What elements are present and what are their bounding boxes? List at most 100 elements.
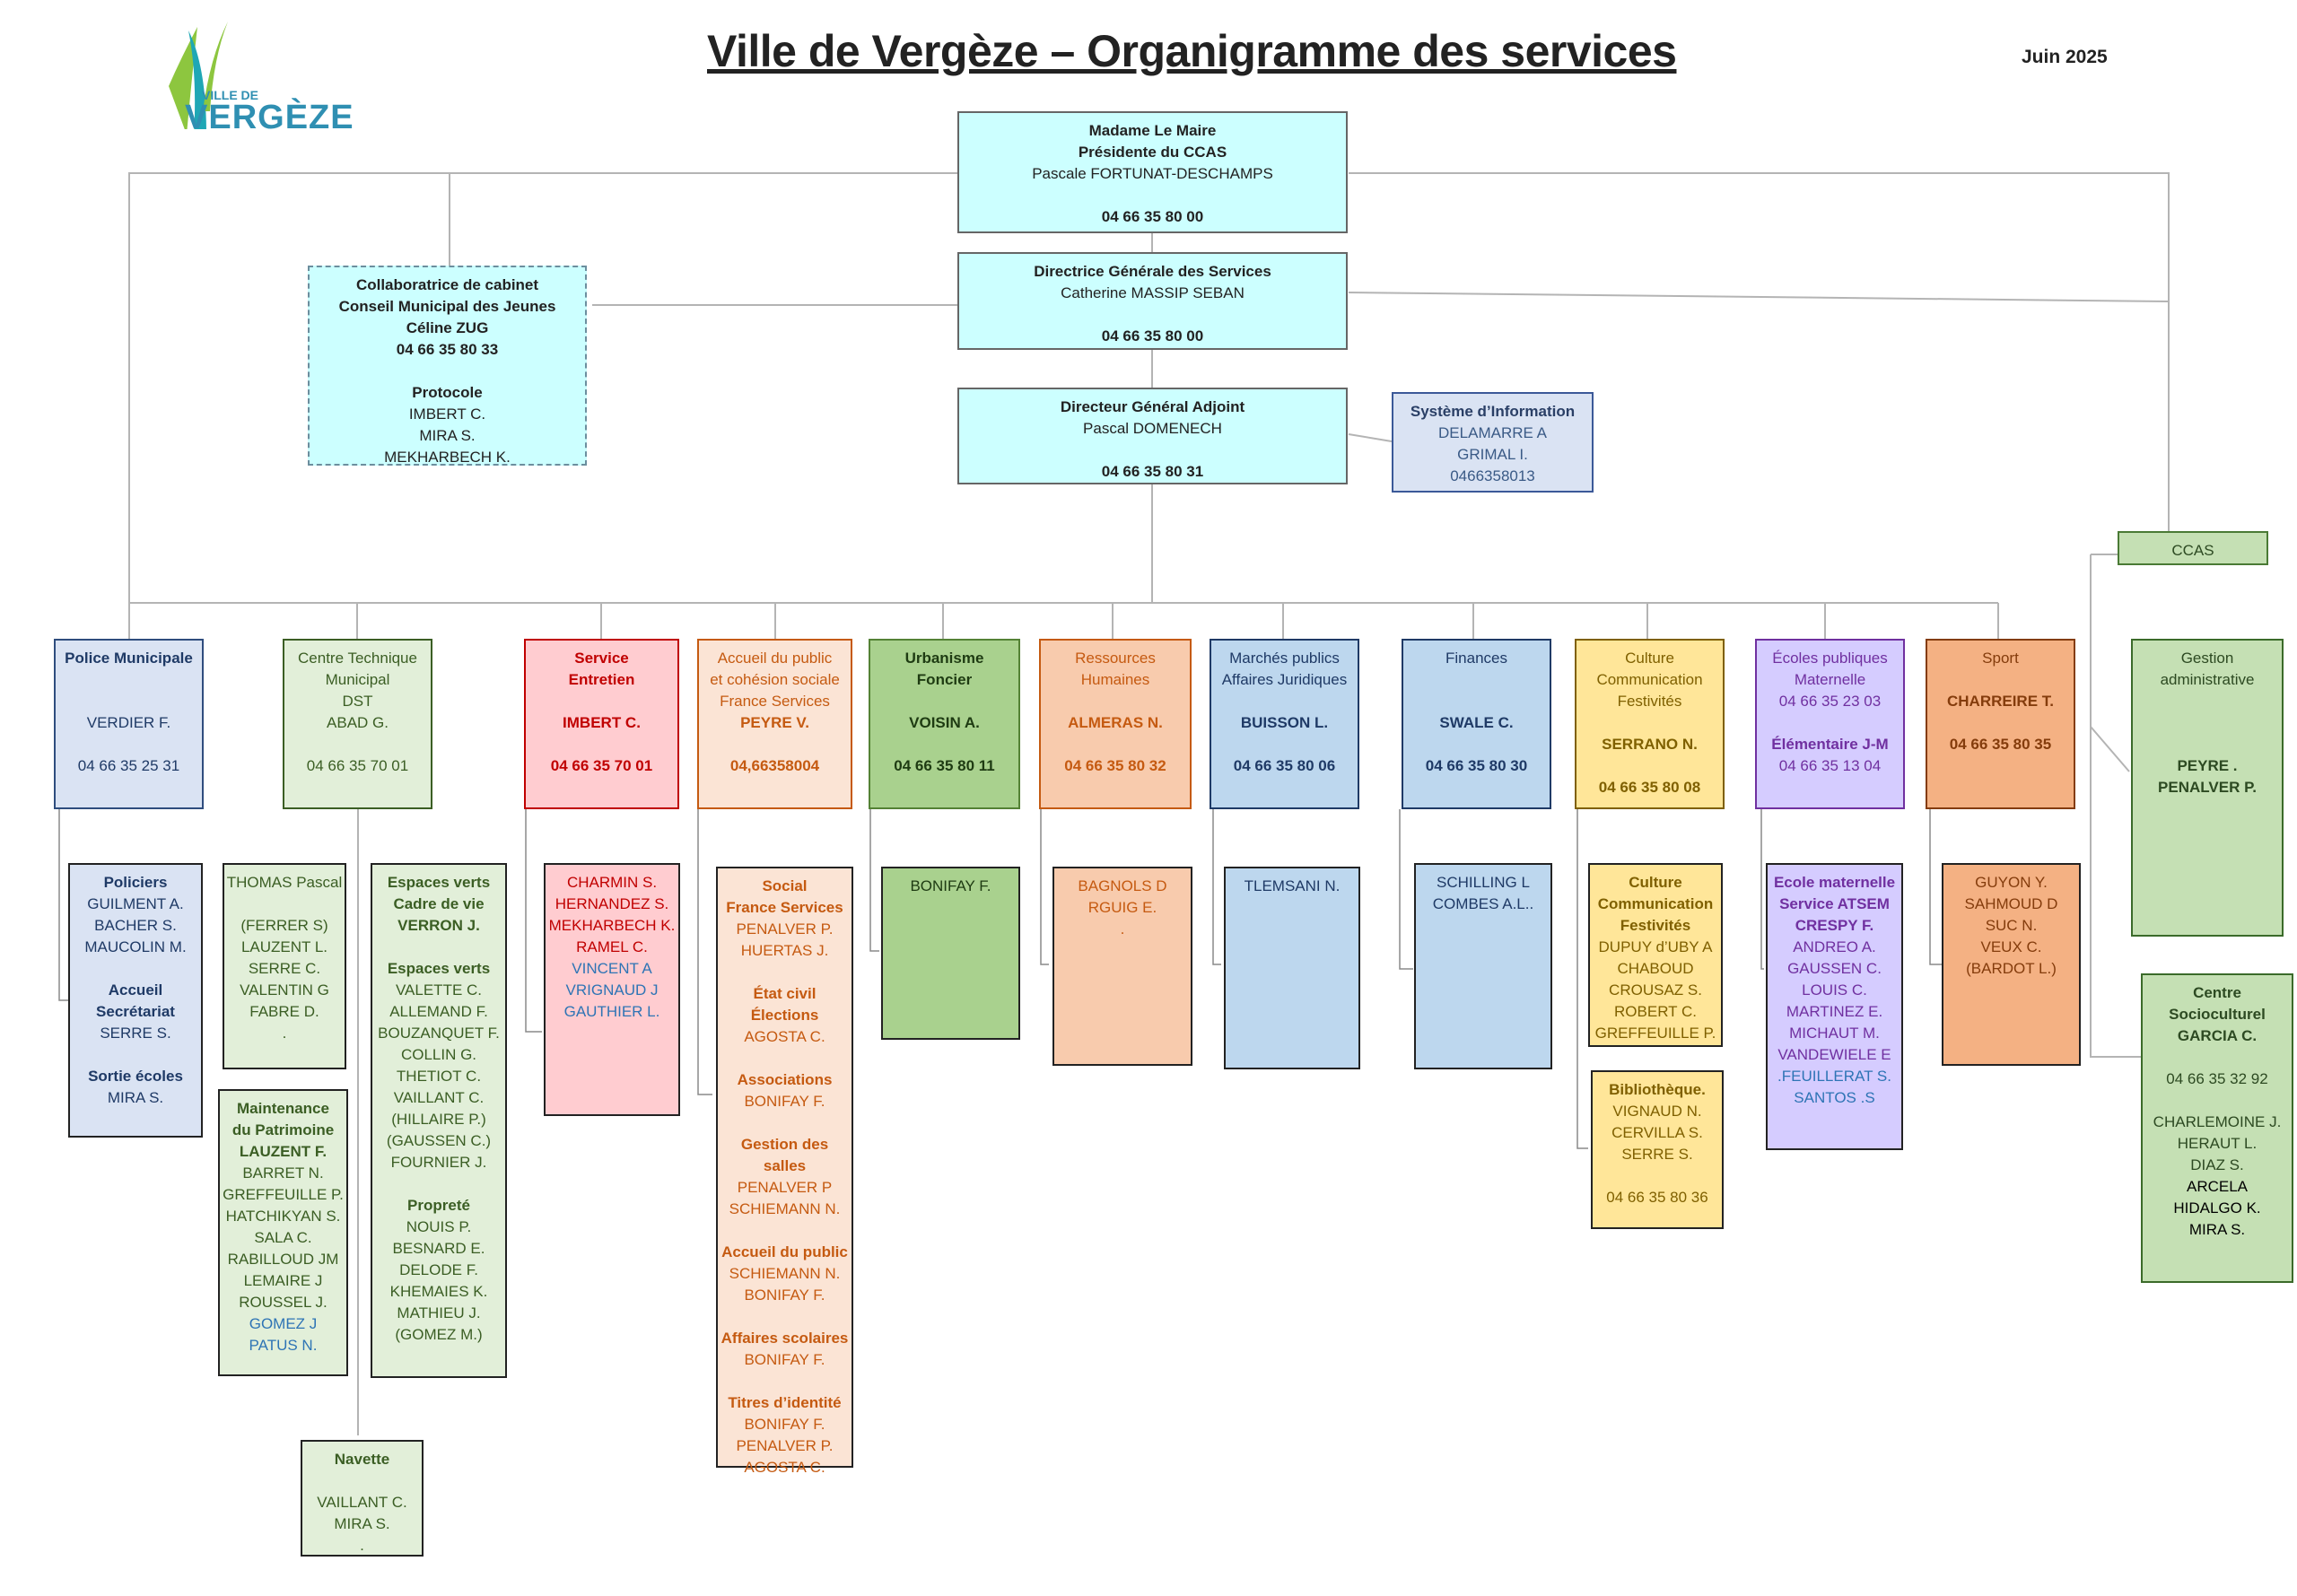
org-box-line: VAILLANT C. xyxy=(317,1494,407,1511)
org-box-line: VEUX C. xyxy=(1980,938,2042,955)
org-box-line: SCHIEMANN N. xyxy=(729,1200,841,1217)
org-box-line: SERRE S. xyxy=(1621,1146,1693,1163)
org-box-line: COLLIN G. xyxy=(400,1046,477,1063)
org-box-line: Espaces verts xyxy=(387,874,491,891)
org-box-line: et cohésion sociale xyxy=(710,671,840,688)
page-title: Ville de Vergèze – Organigramme des serv… xyxy=(707,26,1677,76)
org-box-line: 04 66 35 80 36 xyxy=(1606,1189,1708,1206)
org-box-line: Associations xyxy=(737,1071,833,1088)
org-box-line: NOUIS P. xyxy=(406,1218,472,1235)
org-box-line xyxy=(526,691,677,712)
org-box-line xyxy=(1576,755,1723,777)
org-box-line: CROUSAZ S. xyxy=(1609,981,1702,999)
org-box-line: MEKHARBECH K. xyxy=(384,449,511,466)
org-box-line: CCAS xyxy=(2171,542,2214,559)
org-box-line xyxy=(2143,1047,2292,1068)
org-box-line: Festivités xyxy=(1617,693,1682,710)
org-box-line: VALETTE C. xyxy=(395,981,483,999)
org-box-line: (BARDOT L.) xyxy=(1966,960,2057,977)
org-box-line: VERDIER F. xyxy=(86,714,171,731)
org-box-line: LEMAIRE J xyxy=(243,1272,323,1289)
org-box-line: CHARMIN S. xyxy=(566,874,658,891)
org-box-line: MEKHARBECH K. xyxy=(548,917,676,934)
org-box-line xyxy=(718,1220,852,1242)
org-box-ccas: CCAS xyxy=(2118,531,2268,565)
org-box-line: Entretien xyxy=(568,671,635,688)
org-box-line xyxy=(56,669,202,691)
org-box-line: Service xyxy=(574,650,629,667)
org-box-line: . xyxy=(1120,920,1125,938)
org-box-line: GAUTHIER L. xyxy=(563,1003,660,1020)
org-box-line xyxy=(2133,734,2282,755)
org-box-line: Catherine MASSIP SEBAN xyxy=(1061,284,1245,301)
org-box-line: VALENTIN G xyxy=(240,981,329,999)
org-box-line: COMBES A.L.. xyxy=(1432,895,1534,912)
org-box-line xyxy=(718,962,852,983)
org-box-line: Sport xyxy=(1982,650,2019,667)
org-box-line: BONIFAY F. xyxy=(744,1286,825,1304)
org-box-line: SUC N. xyxy=(1985,917,2038,934)
org-box-line: Maintenance xyxy=(237,1100,329,1117)
org-box-line: RABILLOUD JM xyxy=(227,1251,339,1268)
org-box-line: Gestion des xyxy=(740,1136,829,1153)
org-box-line: ALLEMAND F. xyxy=(389,1003,488,1020)
org-box-line: PENALVER P. xyxy=(736,1437,834,1454)
org-box-line: TLEMSANI N. xyxy=(1244,877,1341,894)
org-box-line xyxy=(1211,734,1358,755)
org-box-line: GAUSSEN C. xyxy=(1787,960,1882,977)
org-box-line: BARRET N. xyxy=(242,1164,324,1182)
org-box-line: HATCHIKYAN S. xyxy=(225,1208,341,1225)
org-box-line: GREFFEUILLE P. xyxy=(223,1186,344,1203)
org-box-line: Maternelle xyxy=(1794,671,1866,688)
org-box-line: Culture xyxy=(1625,650,1674,667)
org-box-line: Écoles publiques xyxy=(1772,650,1888,667)
org-box-line: BUISSON L. xyxy=(1240,714,1329,731)
org-box-line: (GAUSSEN C.) xyxy=(386,1132,492,1149)
org-box-line: BONIFAY F. xyxy=(910,877,991,894)
org-box-line: Sortie écoles xyxy=(88,1068,183,1085)
org-box-line: 04 66 35 23 03 xyxy=(1778,693,1882,710)
org-box-line: Affaires Juridiques xyxy=(1221,671,1348,688)
org-box-line: France Services xyxy=(720,693,830,710)
org-box-line xyxy=(56,691,202,712)
org-box-line: salles xyxy=(763,1157,807,1174)
org-box-line: THOMAS Pascal xyxy=(226,874,343,891)
org-box-line xyxy=(2133,712,2282,734)
org-box-line: BACHER S. xyxy=(94,917,177,934)
org-box-line xyxy=(870,691,1018,712)
org-box-line: Marchés publics xyxy=(1229,650,1340,667)
org-box-line: BONIFAY F. xyxy=(744,1351,825,1368)
org-box-line xyxy=(70,958,201,980)
org-box-line: Directrice Générale des Services xyxy=(1034,263,1271,280)
org-box-line: MAUCOLIN M. xyxy=(84,938,187,955)
org-box-line xyxy=(1593,1165,1722,1187)
org-box-line xyxy=(2133,691,2282,712)
org-box-line: France Services xyxy=(726,899,843,916)
org-box-marches-staff: TLEMSANI N. xyxy=(1224,867,1360,1069)
org-box-line: HERNANDEZ S. xyxy=(555,895,669,912)
org-box-line: 04 66 35 80 33 xyxy=(396,341,499,358)
org-box-line: BONIFAY F. xyxy=(744,1093,825,1110)
org-box-thomas: THOMAS Pascal(FERRER S)LAUZENT L.SERRE C… xyxy=(223,863,346,1069)
org-box-line: 04 66 35 80 11 xyxy=(894,757,995,774)
org-box-line: RAMEL C. xyxy=(576,938,648,955)
org-box-line: 04 66 35 80 00 xyxy=(1101,327,1204,344)
org-box-line xyxy=(372,1173,505,1195)
org-box-line: 04 66 35 70 01 xyxy=(306,757,409,774)
org-box-line: GARCIA C. xyxy=(2177,1027,2258,1044)
org-box-line: Finances xyxy=(1445,650,1507,667)
org-box-line xyxy=(2143,1090,2292,1112)
